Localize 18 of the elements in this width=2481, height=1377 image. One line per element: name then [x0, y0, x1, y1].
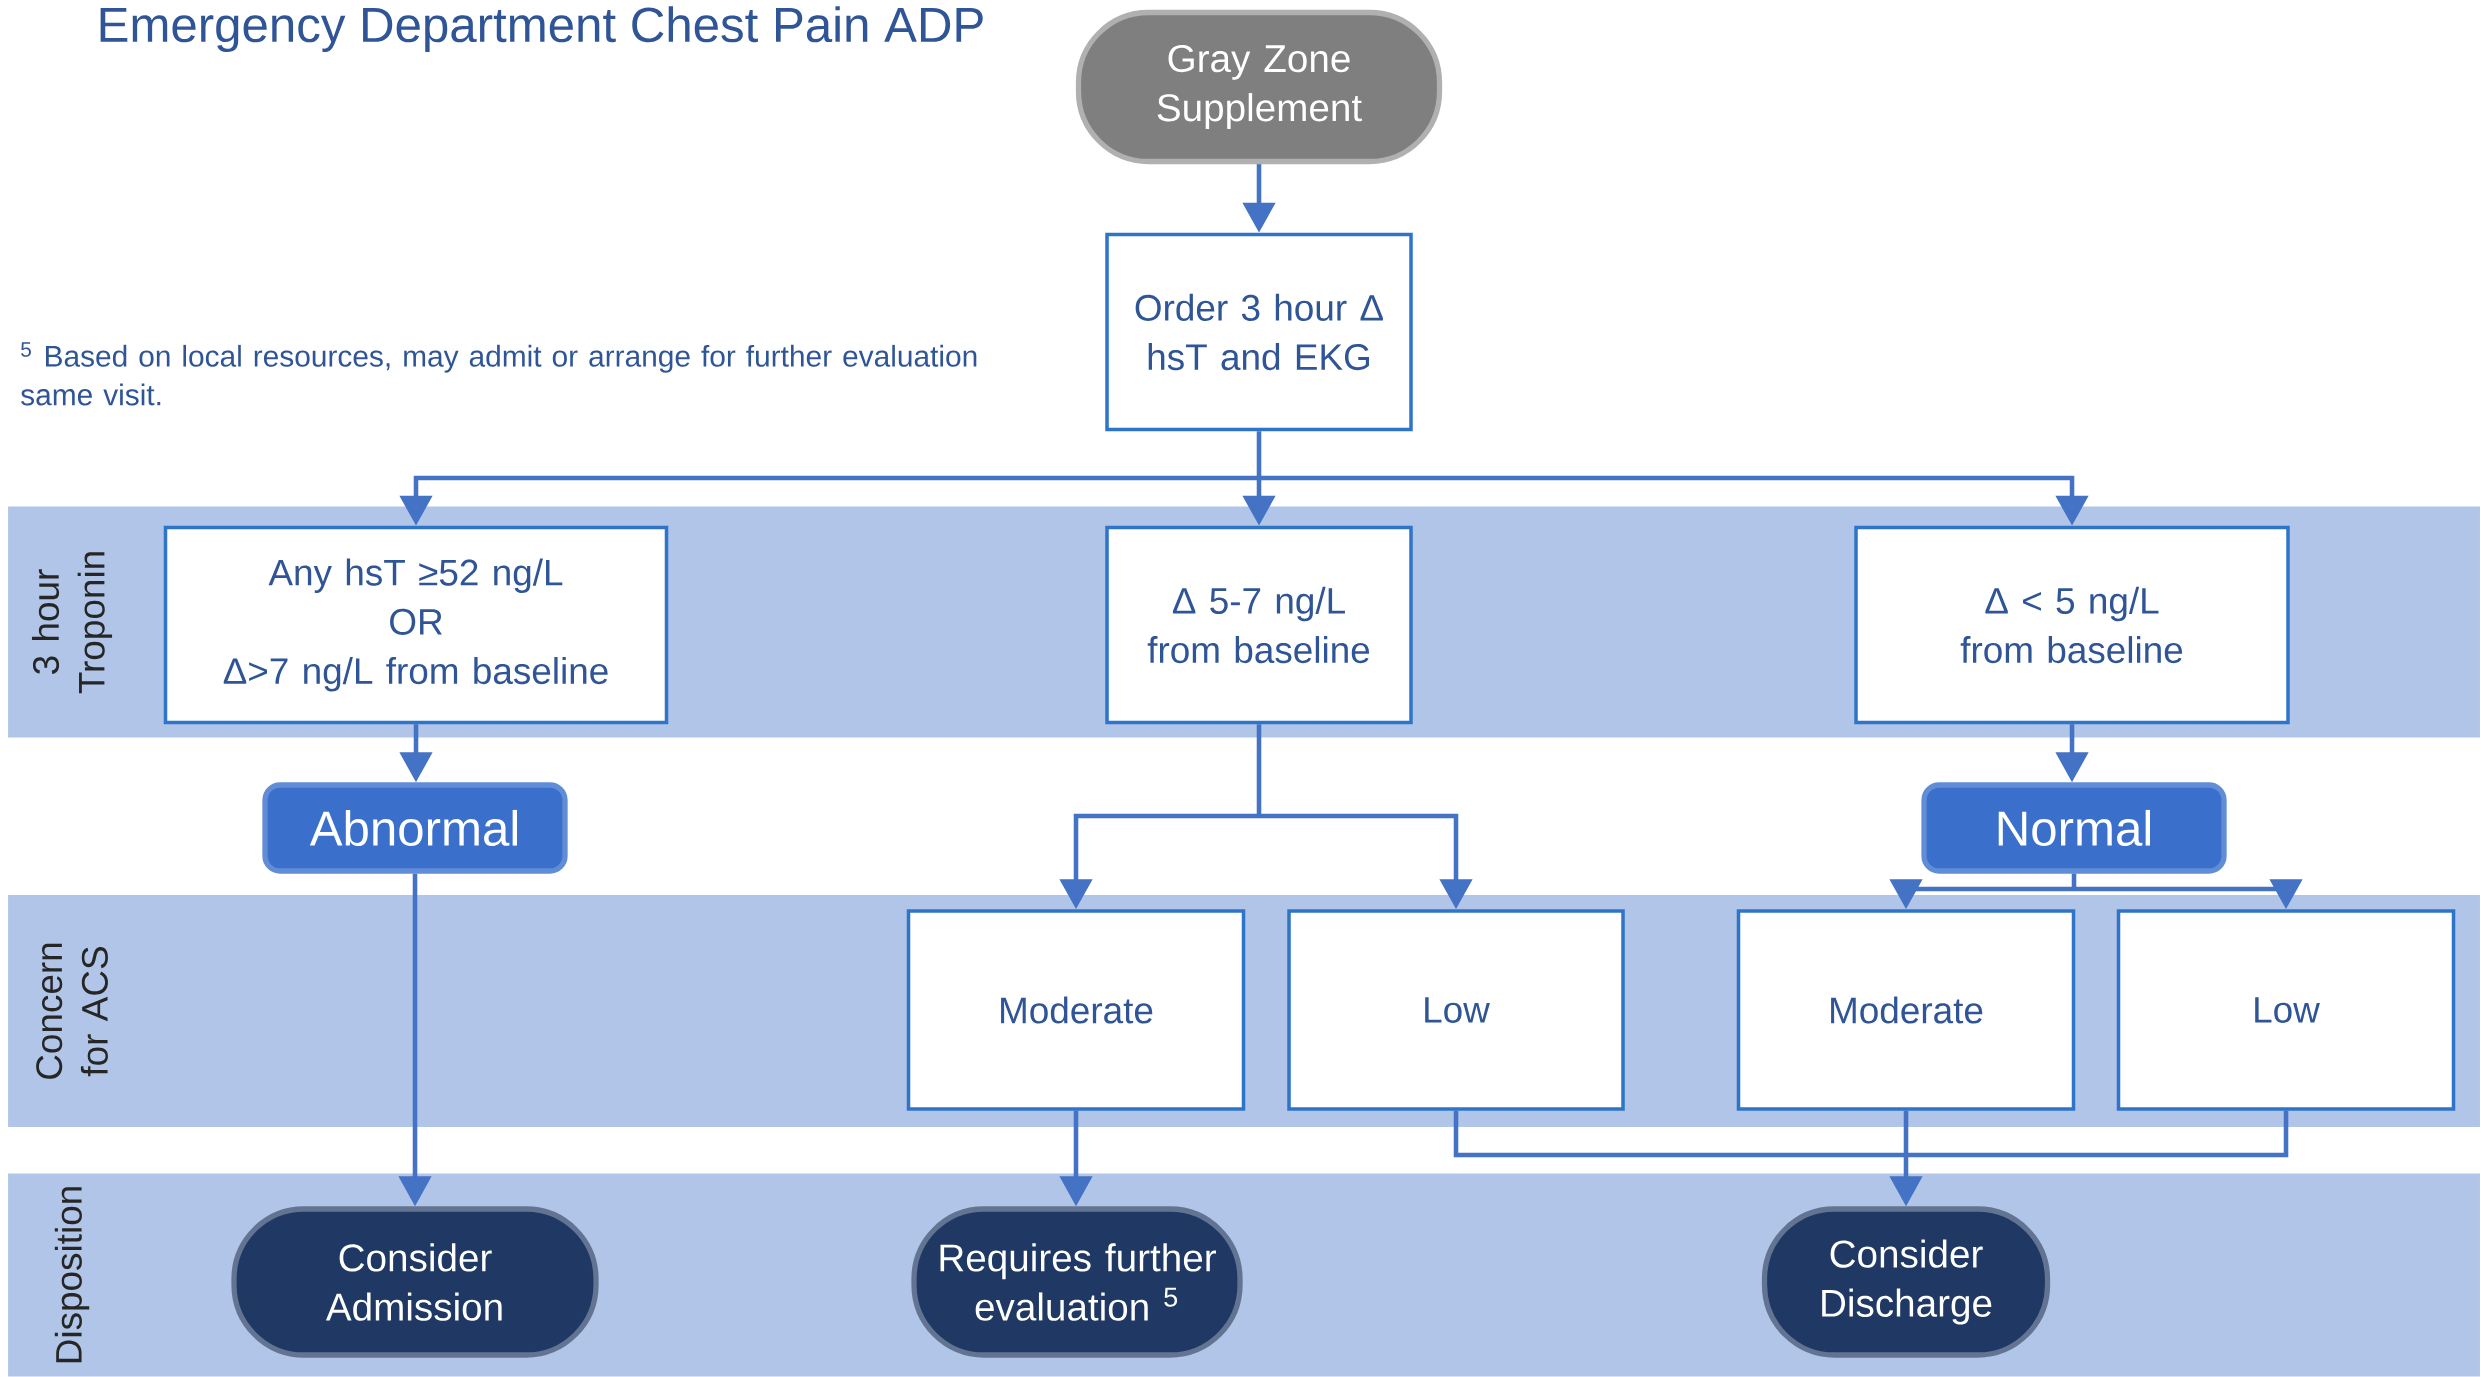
connector-trunk — [1256, 431, 1262, 478]
result-box: Normal — [1921, 782, 2227, 874]
process-box: Low — [1287, 909, 1625, 1111]
connector — [1453, 1110, 1906, 1158]
connector — [1903, 1110, 1909, 1155]
process-box: Δ < 5 ng/L from baseline — [1854, 525, 2290, 725]
process-box: Moderate — [1736, 909, 2076, 1111]
result-box: Abnormal — [262, 782, 568, 874]
process-box: Δ 5-7 ng/L from baseline — [1105, 525, 1413, 725]
connector — [1906, 1110, 2289, 1158]
process-box: Moderate — [906, 909, 1246, 1111]
title: Emergency Department Chest Pain ADP — [100, 6, 983, 53]
connector-trunk — [1256, 724, 1262, 816]
footnote: $^{5}$ Based on local resources, may admit or arrange for further evaluation same visit. — [21, 342, 977, 406]
process-box: Any hsT ≥52 ng/L OR Δ>7 ng/L from baseline — [163, 525, 669, 725]
connector-trunk — [2071, 873, 2077, 889]
process-box: Low — [2116, 909, 2456, 1111]
process-box: Order 3 hour Δ hsT and EKG — [1105, 232, 1413, 432]
